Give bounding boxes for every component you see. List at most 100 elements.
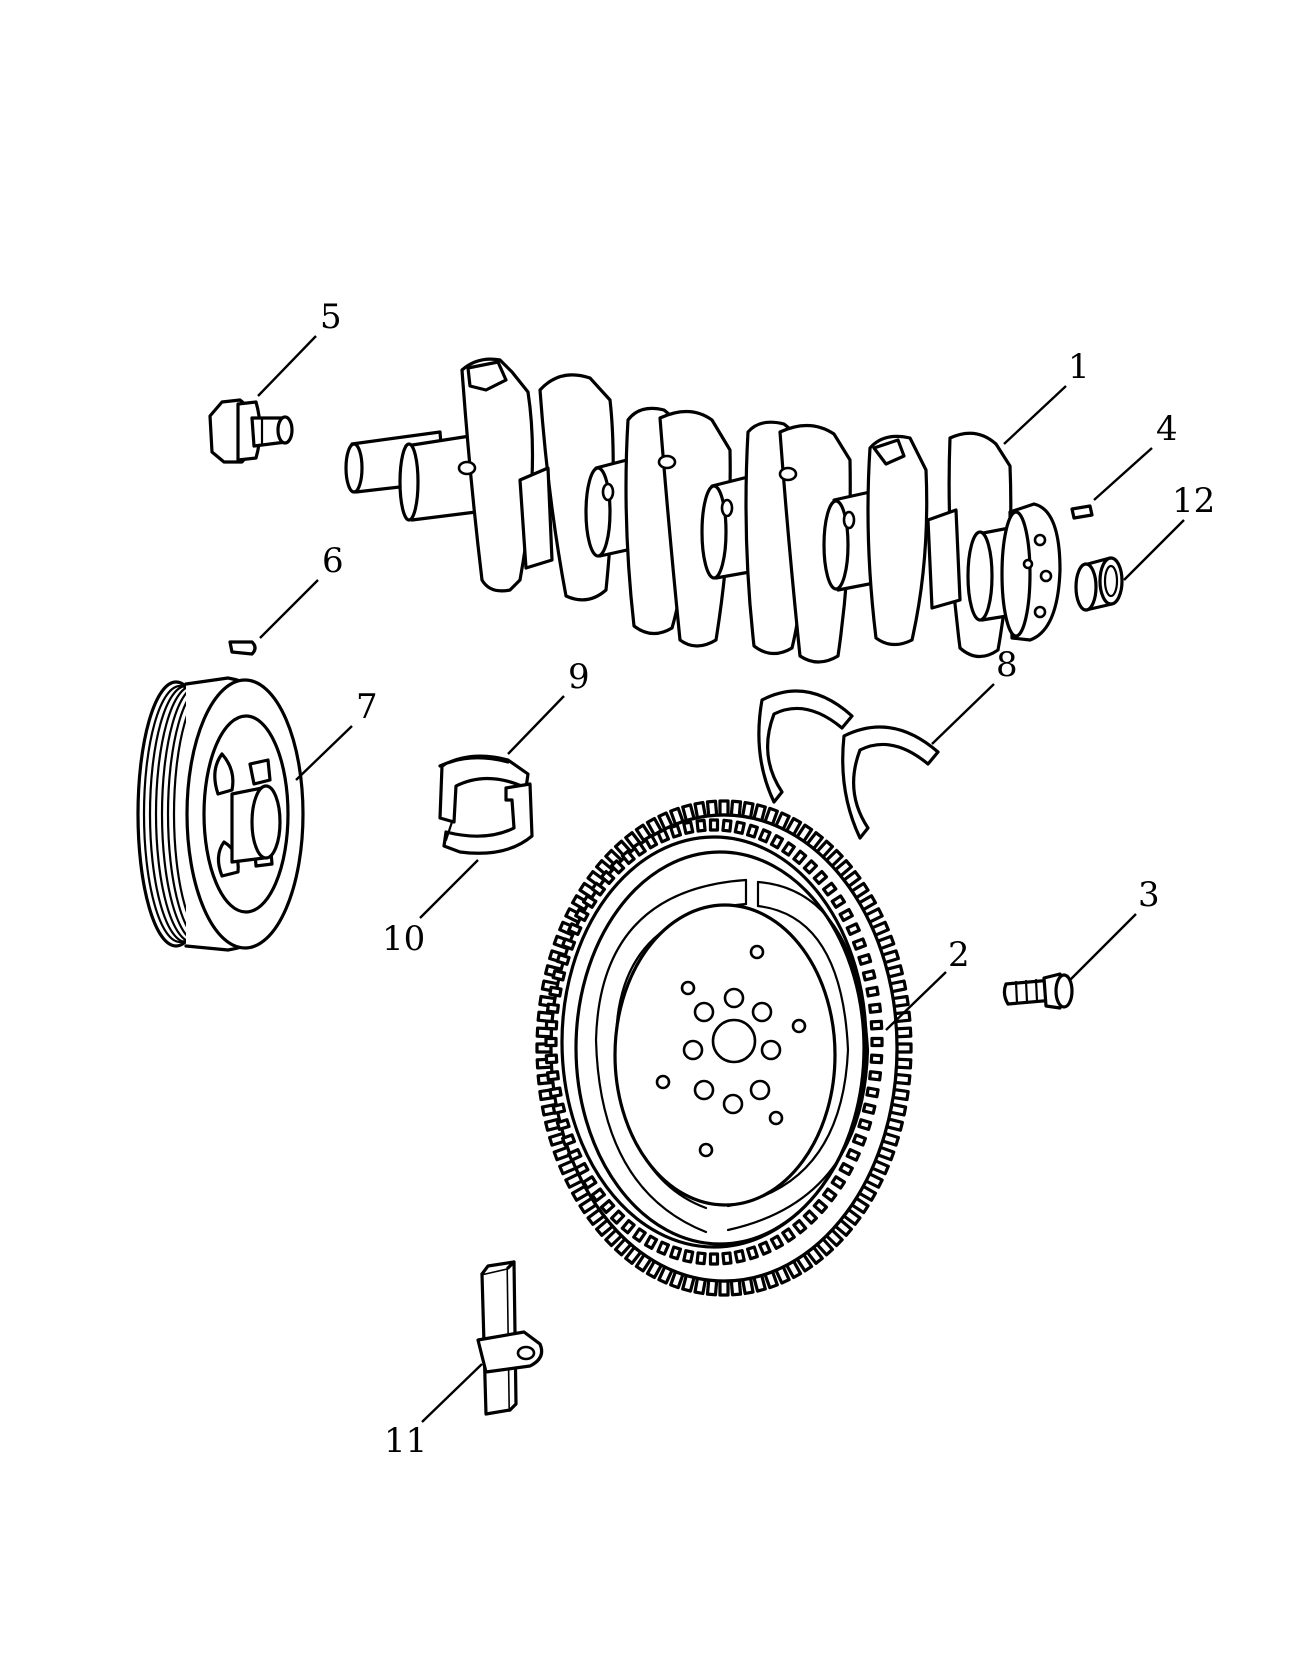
gear-tooth: [781, 1227, 796, 1243]
gear-tooth: [551, 1102, 567, 1115]
gear-tooth: [802, 859, 818, 875]
gear-tooth: [544, 1019, 559, 1031]
gear-tooth: [669, 1245, 683, 1261]
gear-tooth: [851, 937, 867, 951]
gear-tooth: [545, 1070, 560, 1082]
gear-tooth: [830, 894, 847, 909]
gear-tooth: [708, 818, 720, 832]
leader-1: [1003, 385, 1067, 445]
gear-tooth: [845, 1148, 861, 1162]
gear-tooth: [643, 1234, 659, 1250]
gear-tooth: [610, 859, 626, 875]
gear-tooth: [729, 799, 743, 818]
gear-tooth: [656, 828, 671, 844]
callout-8: 8: [996, 645, 1018, 685]
gear-tooth: [695, 1251, 707, 1266]
gear-tooth: [865, 985, 880, 998]
gear-tooth: [718, 1279, 730, 1297]
gear-tooth: [822, 881, 838, 897]
gear-tooth: [757, 1240, 772, 1256]
gear-tooth: [868, 1002, 883, 1014]
callout-4: 4: [1156, 409, 1178, 449]
gear-tooth: [581, 894, 598, 909]
gear-tooth: [857, 1118, 873, 1132]
gear-tooth: [599, 1198, 616, 1215]
callout-12: 12: [1172, 481, 1215, 521]
leader-7: [295, 725, 353, 781]
part-bearing-shells: [438, 754, 534, 855]
callout-3: 3: [1138, 875, 1160, 915]
callout-9: 9: [568, 657, 590, 697]
gear-tooth: [894, 1026, 913, 1039]
leader-10: [419, 859, 479, 919]
gear-tooth: [733, 820, 746, 835]
part-thrust-washers: [757, 689, 940, 840]
gear-tooth: [551, 969, 567, 982]
callout-7: 7: [356, 687, 378, 727]
callout-2: 2: [948, 935, 970, 975]
ring-gear-teeth-inner: [544, 818, 884, 1266]
part-crank-pulley: [136, 676, 305, 952]
gear-tooth: [812, 1198, 829, 1215]
part-flywheel: [535, 799, 913, 1297]
gear-tooth: [620, 1218, 636, 1235]
gear-tooth: [838, 1161, 854, 1177]
gear-tooth: [544, 1053, 559, 1065]
callout-numbers: 1 2 3 4 5 6 7 8 9 10 11 12: [320, 297, 1215, 1461]
leader-2: [885, 971, 947, 1031]
part-position-sensor: [476, 1260, 544, 1416]
gear-tooth: [861, 1102, 877, 1115]
leader-12: [1123, 519, 1185, 581]
part-pulley-bolt: [208, 398, 294, 464]
callout-5: 5: [320, 297, 342, 337]
gear-tooth: [620, 849, 636, 866]
gear-tooth: [870, 1036, 884, 1048]
gear-tooth: [555, 952, 571, 966]
gear-tooth: [708, 1252, 720, 1266]
gear-tooth: [574, 907, 590, 923]
gear-tooth: [822, 1187, 838, 1203]
gear-tooth: [682, 1249, 695, 1264]
gear-tooth: [695, 818, 707, 833]
gear-tooth: [851, 1133, 867, 1147]
callout-10: 10: [382, 919, 425, 959]
gear-tooth: [561, 1133, 577, 1147]
leader-11: [421, 1363, 483, 1423]
gear-tooth: [548, 1086, 563, 1099]
gear-tooth: [838, 907, 854, 923]
part-woodruff-key: [228, 640, 257, 656]
gear-tooth: [861, 969, 877, 982]
gear-tooth: [545, 1002, 560, 1014]
leader-3: [1069, 913, 1137, 981]
leader-5: [257, 335, 317, 397]
leader-8: [931, 683, 995, 745]
gear-tooth: [555, 1118, 571, 1132]
gear-tooth: [574, 1161, 590, 1177]
gear-tooth: [721, 1251, 733, 1266]
leader-9: [507, 695, 565, 755]
gear-tooth: [561, 937, 577, 951]
gear-tooth: [792, 1218, 808, 1235]
leader-lines: [257, 335, 1185, 1423]
gear-tooth: [857, 952, 873, 966]
gear-tooth: [830, 1175, 847, 1190]
callout-6: 6: [322, 541, 344, 581]
gear-tooth: [544, 1036, 558, 1048]
part-pilot-bushing: [1074, 556, 1124, 612]
callout-1: 1: [1068, 347, 1090, 387]
gear-tooth: [656, 1240, 671, 1256]
part-key: [1070, 504, 1094, 520]
gear-tooth: [802, 1209, 818, 1225]
gear-tooth: [865, 1086, 880, 1099]
gear-tooth: [769, 834, 785, 850]
gear-tooth: [567, 922, 583, 936]
leader-4: [1093, 447, 1153, 501]
gear-tooth: [745, 823, 759, 839]
gear-tooth: [869, 1053, 884, 1065]
gear-tooth: [745, 1245, 759, 1261]
gear-tooth: [590, 1187, 606, 1203]
gear-tooth: [643, 834, 659, 850]
gear-tooth: [781, 841, 796, 857]
gear-tooth: [729, 1278, 743, 1297]
